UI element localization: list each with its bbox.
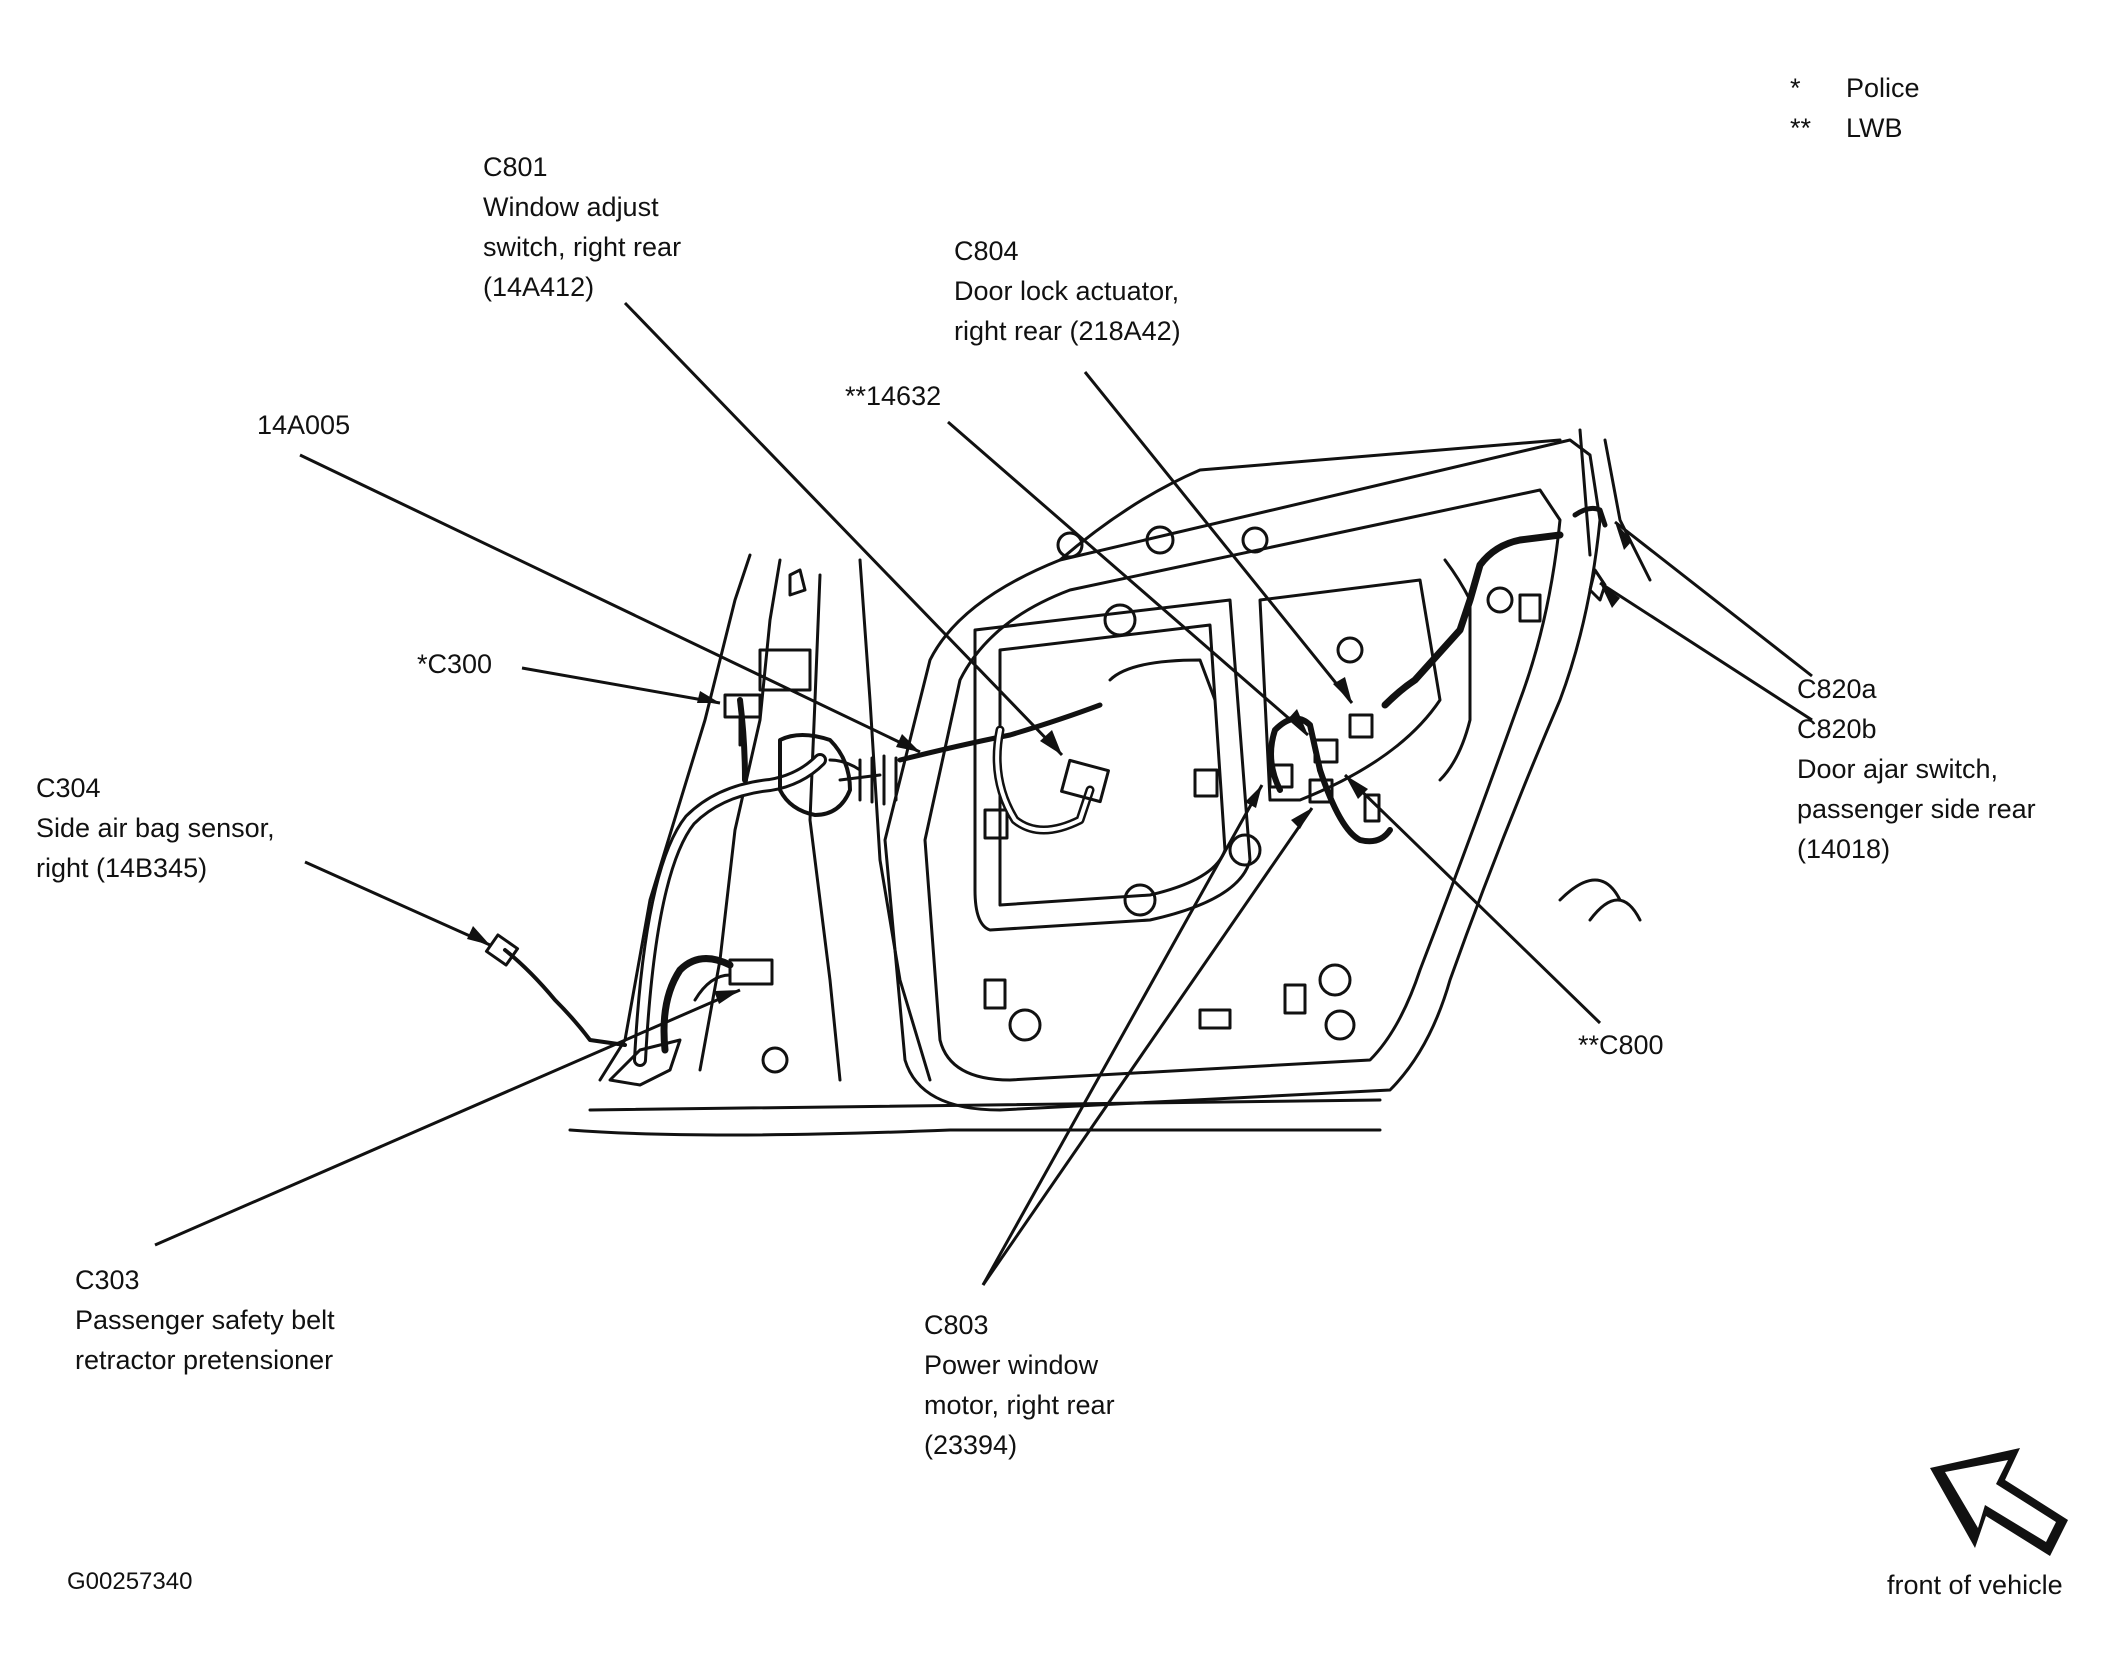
callout-c304: C304 Side air bag sensor, right (14B345)	[36, 768, 275, 888]
c804-connector	[1348, 713, 1374, 739]
callout-line: switch, right rear	[483, 232, 682, 262]
c304-sensor	[484, 933, 520, 967]
callout-line: (14A412)	[483, 272, 595, 302]
callout-line: 14A005	[257, 410, 351, 440]
callout-c300: *C300	[417, 644, 492, 684]
legend-symbol: **	[1790, 113, 1812, 143]
callout-line: right rear (218A42)	[954, 316, 1181, 346]
callout-line: C801	[483, 152, 548, 182]
legend-row-lwb: ** LWB	[1790, 108, 1920, 148]
callout-line: motor, right rear	[924, 1390, 1115, 1420]
legend-meaning: LWB	[1846, 113, 1903, 143]
callout-line: C304	[36, 773, 101, 803]
callout-line: retractor pretensioner	[75, 1345, 334, 1375]
legend-symbol: *	[1790, 73, 1801, 103]
front-of-vehicle-label: front of vehicle	[1887, 1570, 2063, 1600]
callout-line: right (14B345)	[36, 853, 208, 883]
c803-connector	[1308, 778, 1334, 804]
callout-c804: C804 Door lock actuator, right rear (218…	[954, 231, 1181, 351]
callout-line: (23394)	[924, 1430, 1018, 1460]
callout-line: C803	[924, 1310, 989, 1340]
callout-line: C820a	[1797, 674, 1877, 704]
c303-connector	[728, 958, 774, 986]
body-pillar-outline	[598, 553, 752, 1082]
callout-line: **C800	[1578, 1030, 1664, 1060]
callout-line: **14632	[845, 381, 942, 411]
callout-14632: **14632	[845, 376, 941, 416]
callout-c803: C803 Power window motor, right rear (233…	[924, 1305, 1115, 1465]
figure-id: G00257340	[67, 1568, 193, 1595]
callout-line: (14018)	[1797, 834, 1891, 864]
callout-c801: C801 Window adjust switch, right rear (1…	[483, 147, 681, 307]
callout-c303: C303 Passenger safety belt retractor pre…	[75, 1260, 335, 1380]
callout-line: *C300	[417, 649, 493, 679]
legend-row-police: * Police	[1790, 68, 1920, 108]
callout-line: passenger side rear	[1797, 794, 2036, 824]
callout-line: Window adjust	[483, 192, 659, 222]
c300-connector	[723, 693, 762, 719]
front-of-vehicle-arrow	[1930, 1448, 2068, 1556]
callout-c820: C820a C820b Door ajar switch, passenger …	[1797, 669, 2036, 869]
callout-14a005: 14A005	[257, 405, 350, 445]
legend-meaning: Police	[1846, 73, 1920, 103]
callout-line: Power window	[924, 1350, 1099, 1380]
c801-connector	[1060, 758, 1110, 804]
callout-line: Side air bag sensor,	[36, 813, 275, 843]
legend: * Police ** LWB	[1790, 68, 1920, 148]
callout-line: Passenger safety belt	[75, 1305, 335, 1335]
callout-line: Door ajar switch,	[1797, 754, 1999, 784]
callout-line: Door lock actuator,	[954, 276, 1180, 306]
callout-c800: **C800	[1578, 1025, 1664, 1065]
door-outline	[883, 438, 1602, 1112]
callout-line: C820b	[1797, 714, 1877, 744]
c800-connector	[1313, 738, 1339, 764]
callout-line: C804	[954, 236, 1019, 266]
callout-line: C303	[75, 1265, 140, 1295]
